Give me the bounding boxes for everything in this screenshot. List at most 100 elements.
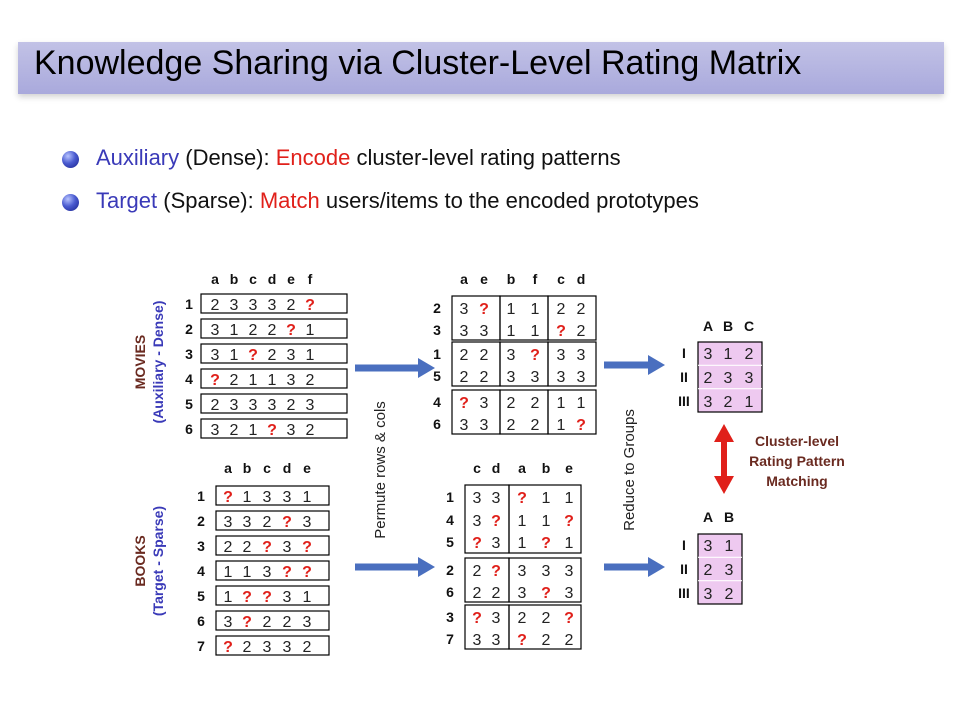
rating-cell: 2 [243,639,252,656]
missing-rating: ? [472,535,482,552]
rating-cell: 3 [211,422,220,439]
rating-cell: 2 [230,422,239,439]
matrix-row-header: 1 [446,489,454,505]
rating-cell: 2 [577,301,586,318]
rating-cell: 2 [565,632,574,649]
matrix-box [200,318,348,339]
rating-cell: 2 [518,610,527,627]
matrix-box [215,560,330,581]
missing-rating: ? [242,589,252,606]
rating-cell: 2 [460,347,469,364]
missing-rating: ? [530,347,540,364]
rating-cell: 2 [480,369,489,386]
matrix-box [215,610,330,631]
matrix-col-header: c [263,460,271,476]
bullet-target: Target (Sparse): Match users/items to th… [62,188,922,218]
matrix-box [215,510,330,531]
matrix-col-header: A [703,318,713,334]
rating-cell: 2 [704,370,713,387]
rating-cell: 3 [473,632,482,649]
rating-cell: 2 [577,323,586,340]
rating-cell: 3 [557,369,566,386]
matrix-col-header: e [480,271,488,287]
matrix-col-header: e [565,460,573,476]
rating-cell: 3 [565,563,574,580]
missing-rating: ? [517,632,527,649]
permute-arrow-top [355,358,435,378]
matrix-box [508,604,582,650]
rating-cell: 1 [224,589,233,606]
matrix-col-header: f [308,271,313,287]
matrix-box [508,484,582,554]
title-band [18,42,944,94]
missing-rating: ? [262,539,272,556]
matrix-row-header: 7 [446,631,454,647]
matrix-row-header: 7 [197,638,205,654]
rating-cell: 3 [224,614,233,631]
rating-cell: 3 [460,323,469,340]
matrix-row-header: 1 [197,488,205,504]
rating-cell: 3 [480,395,489,412]
rating-cell: 3 [263,639,272,656]
rating-cell: 3 [230,397,239,414]
slide-title: Knowledge Sharing via Cluster-Level Rati… [34,44,802,82]
rating-cell: 2 [473,563,482,580]
matrix-box [200,343,348,364]
matrix-row-header: II [680,561,688,577]
rating-cell: 1 [243,564,252,581]
rating-cell: 2 [542,632,551,649]
rating-cell: 1 [518,535,527,552]
rating-cell: 3 [263,564,272,581]
rating-cell: 3 [473,513,482,530]
rating-cell: 1 [249,422,258,439]
rating-cell: 2 [306,422,315,439]
missing-rating: ? [286,322,296,339]
match-label-line2: Rating Pattern [749,453,845,469]
rating-cell: 2 [243,539,252,556]
matrix-box [697,341,763,413]
rating-cell: 1 [268,372,277,389]
rating-cell: 1 [507,323,516,340]
matrix-row-header: 5 [185,396,193,412]
rating-cell: 3 [230,297,239,314]
rating-cell: 3 [507,347,516,364]
rating-cell: 3 [303,514,312,531]
missing-rating: ? [223,639,233,656]
matrix-col-header: a [211,271,219,287]
rating-cell: 1 [565,490,574,507]
matrix-col-header: c [557,271,565,287]
rating-cell: 3 [745,370,754,387]
rating-cell: 3 [268,297,277,314]
bullet-auxiliary: Auxiliary (Dense): Encode cluster-level … [62,145,922,175]
matrix-row-header: 3 [197,538,205,554]
matrix-row-header: 1 [185,296,193,312]
matrix-box [508,557,582,603]
rating-cell: 1 [565,535,574,552]
matrix-row-header: 3 [433,322,441,338]
matrix-row-header: 2 [446,562,454,578]
rating-cell: 3 [303,614,312,631]
rating-cell: 2 [230,372,239,389]
matrix-row-header: 3 [185,346,193,362]
rating-cell: 1 [306,347,315,364]
permute-label: Permute rows & cols [372,401,389,539]
matrix-col-header: f [533,271,538,287]
matrix-row-header: III [678,393,690,409]
rating-cell: 2 [306,372,315,389]
rating-cell: 2 [725,586,734,603]
rating-cell: 1 [224,564,233,581]
matrix-col-header: d [577,271,586,287]
matrix-row-header: III [678,585,690,601]
rating-cell: 2 [460,369,469,386]
matrix-box [697,533,743,605]
rating-cell: 3 [460,301,469,318]
rating-cell: 3 [243,514,252,531]
rating-cell: 1 [243,489,252,506]
rating-cell: 2 [283,614,292,631]
bullet-text: Target (Sparse): Match users/items to th… [96,188,699,213]
matrix-row-header: 4 [185,371,193,387]
